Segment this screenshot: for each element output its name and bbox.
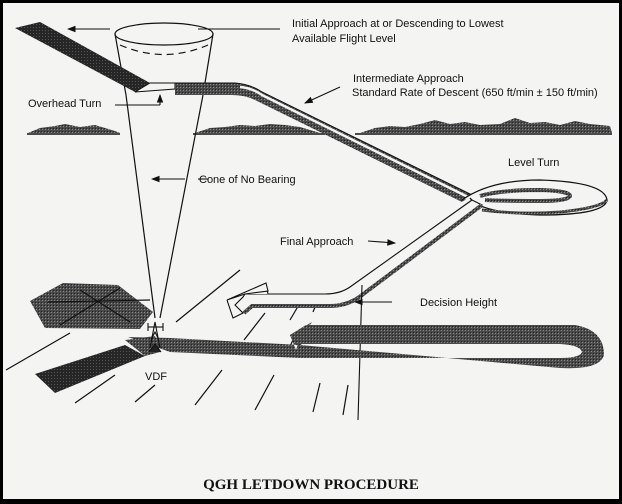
- airfield-polygon: [30, 283, 153, 329]
- return-arrowhead: [290, 325, 306, 350]
- leader-lines: [66, 25, 397, 306]
- intermediate-approach-track: [175, 82, 473, 202]
- terrain-right: [355, 118, 612, 135]
- label-intermediate-approach-line1: Intermediate Approach: [353, 73, 464, 85]
- label-cone-of-no-bearing: Cone of No Bearing: [199, 174, 296, 186]
- cone-of-no-bearing-lines: [125, 94, 204, 319]
- diagram-canvas: [3, 3, 619, 499]
- label-vdf: VDF: [145, 371, 167, 383]
- label-level-turn: Level Turn: [508, 157, 559, 169]
- runway-return-track: [128, 322, 604, 369]
- label-initial-approach-line2: Available Flight Level: [292, 33, 396, 45]
- label-decision-height: Decision Height: [420, 297, 497, 309]
- label-overhead-turn: Overhead Turn: [28, 98, 101, 110]
- initial-approach-track: [15, 22, 150, 92]
- label-initial-approach-line1: Initial Approach at or Descending to Low…: [292, 18, 504, 30]
- runway-approach-dark: [35, 345, 145, 393]
- label-intermediate-approach-line2: Standard Rate of Descent (650 ft/min ± 1…: [352, 87, 598, 99]
- final-approach-track: [226, 199, 484, 319]
- terrain-left: [27, 124, 120, 135]
- label-final-approach: Final Approach: [280, 236, 353, 248]
- level-turn-loop: [461, 179, 609, 216]
- terrain-middle: [193, 124, 325, 135]
- diagram-title: QGH LETDOWN PROCEDURE: [203, 477, 419, 493]
- vdf-antenna-icon: [147, 321, 164, 353]
